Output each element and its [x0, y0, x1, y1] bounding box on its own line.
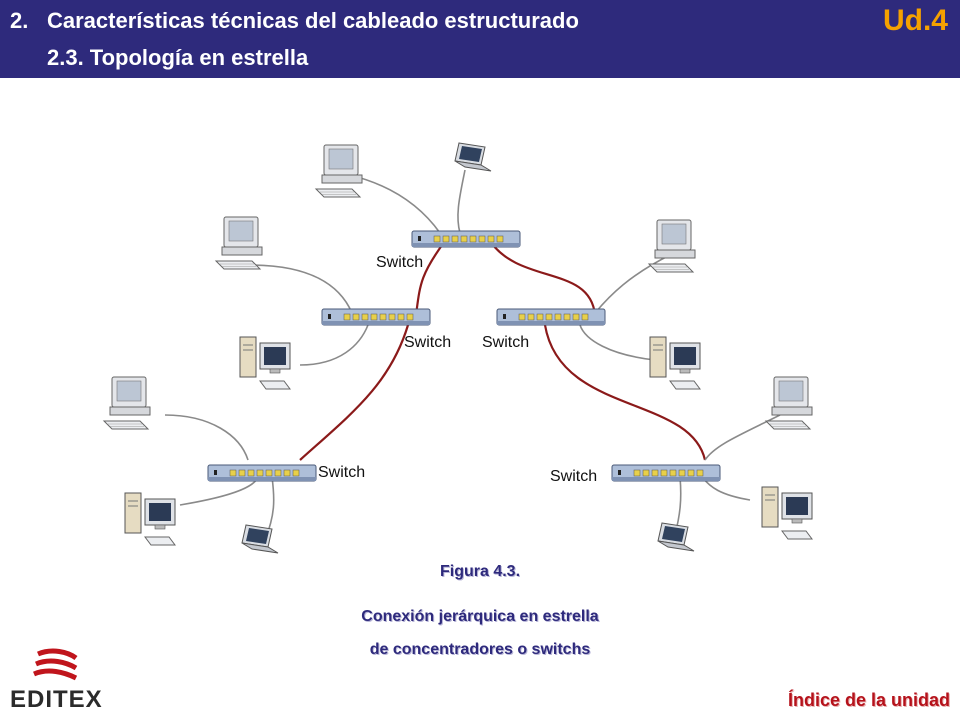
desktop-pc-icon: [215, 216, 263, 270]
header-bar: 2. Características técnicas del cableado…: [0, 0, 960, 78]
switch-mid-right: [496, 308, 606, 326]
tower-pc-icon: [649, 336, 701, 390]
tower-pc-icon: [239, 336, 291, 390]
logo-text: EDITEX: [10, 686, 103, 713]
tower-pc-icon: [124, 492, 176, 546]
switch-label: Switch: [376, 254, 423, 271]
section-title: Características técnicas del cableado es…: [47, 8, 579, 33]
section-number: 2.: [10, 8, 29, 33]
desktop-pc-icon: [765, 376, 813, 430]
figure-number: Figura 4.3.: [439, 563, 521, 580]
desktop-pc-icon: [103, 376, 151, 430]
laptop-icon: [657, 522, 695, 552]
switch-top: [411, 230, 521, 248]
switch-label: Switch: [318, 464, 365, 481]
unit-label: Ud.4: [882, 4, 948, 37]
switch-label: Switch: [482, 334, 529, 351]
tower-pc-icon: [761, 486, 813, 540]
figure-caption-line2: de concentradores o switchs: [369, 641, 591, 658]
switch-mid-left: [321, 308, 431, 326]
switch-label: Switch: [404, 334, 451, 351]
switch-bottom-right: [611, 464, 721, 482]
section-subtitle: 2.3. Topología en estrella: [47, 45, 309, 70]
switch-label: Switch: [550, 468, 597, 485]
laptop-icon: [454, 142, 492, 172]
uplink-cables: [299, 240, 707, 461]
editex-logo-icon: [33, 648, 78, 681]
desktop-pc-icon: [315, 144, 363, 198]
unit-index-link[interactable]: Índice de la unidad: [787, 690, 950, 710]
desktop-pc-icon: [648, 219, 696, 273]
switch-bottom-left: [207, 464, 317, 482]
figure-caption-line1: Conexión jerárquica en estrella: [361, 608, 599, 625]
host-cables: [164, 169, 781, 541]
network-diagram: Switch Switch Switch Switch Switch: [103, 142, 813, 554]
laptop-icon: [241, 524, 279, 554]
